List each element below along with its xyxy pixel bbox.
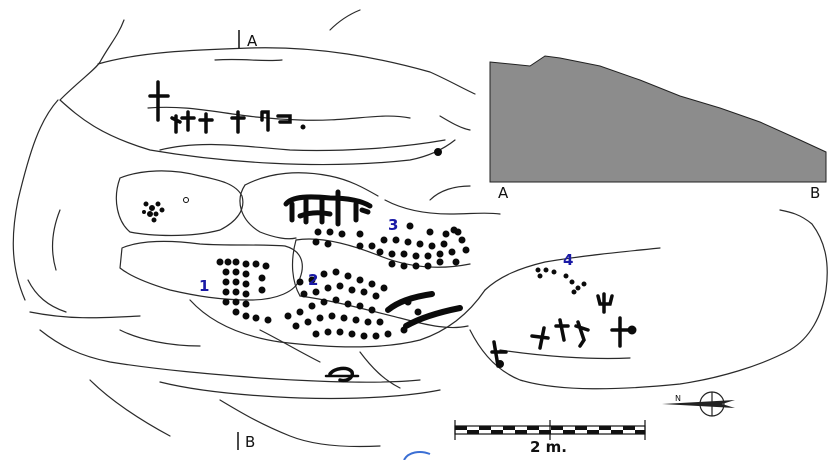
zone-label-3: 3: [388, 216, 398, 234]
zone-label-4: 4: [563, 251, 573, 269]
north-arrow-letter: N: [675, 394, 681, 403]
section-marker-bottom: B: [237, 432, 255, 451]
profile-inset: A B: [489, 55, 827, 202]
dot-cluster-zone-4: [535, 267, 587, 295]
profile-end-label: B: [810, 184, 820, 202]
rock-outline: [12, 9, 828, 448]
scale-bar: 2 m.: [454, 420, 646, 456]
zone-labels: 1 2 3 4: [199, 216, 573, 295]
dot-field-zone-2: [284, 268, 392, 340]
dot-cluster-small: [142, 201, 165, 223]
scale-bar-label: 2 m.: [530, 438, 567, 456]
dot-grid-zone-1: [216, 258, 272, 324]
cruciform-figures-zone-4: [490, 292, 632, 368]
section-marker-bottom-label: B: [245, 433, 255, 451]
lower-motif: [328, 366, 355, 383]
section-marker-top: A: [238, 30, 258, 50]
section-marker-top-label: A: [247, 32, 258, 50]
cruciform-figure-row: [148, 80, 292, 134]
zone-label-1: 1: [199, 277, 209, 295]
dot-grid-zone-3: [312, 222, 470, 270]
zone-label-2: 2: [308, 271, 318, 289]
partial-circle-icon: [403, 451, 431, 460]
north-arrow: N: [662, 391, 735, 417]
profile-start-label: A: [498, 184, 509, 202]
linked-figure: [283, 189, 373, 227]
petroglyph-motifs: [142, 80, 637, 383]
